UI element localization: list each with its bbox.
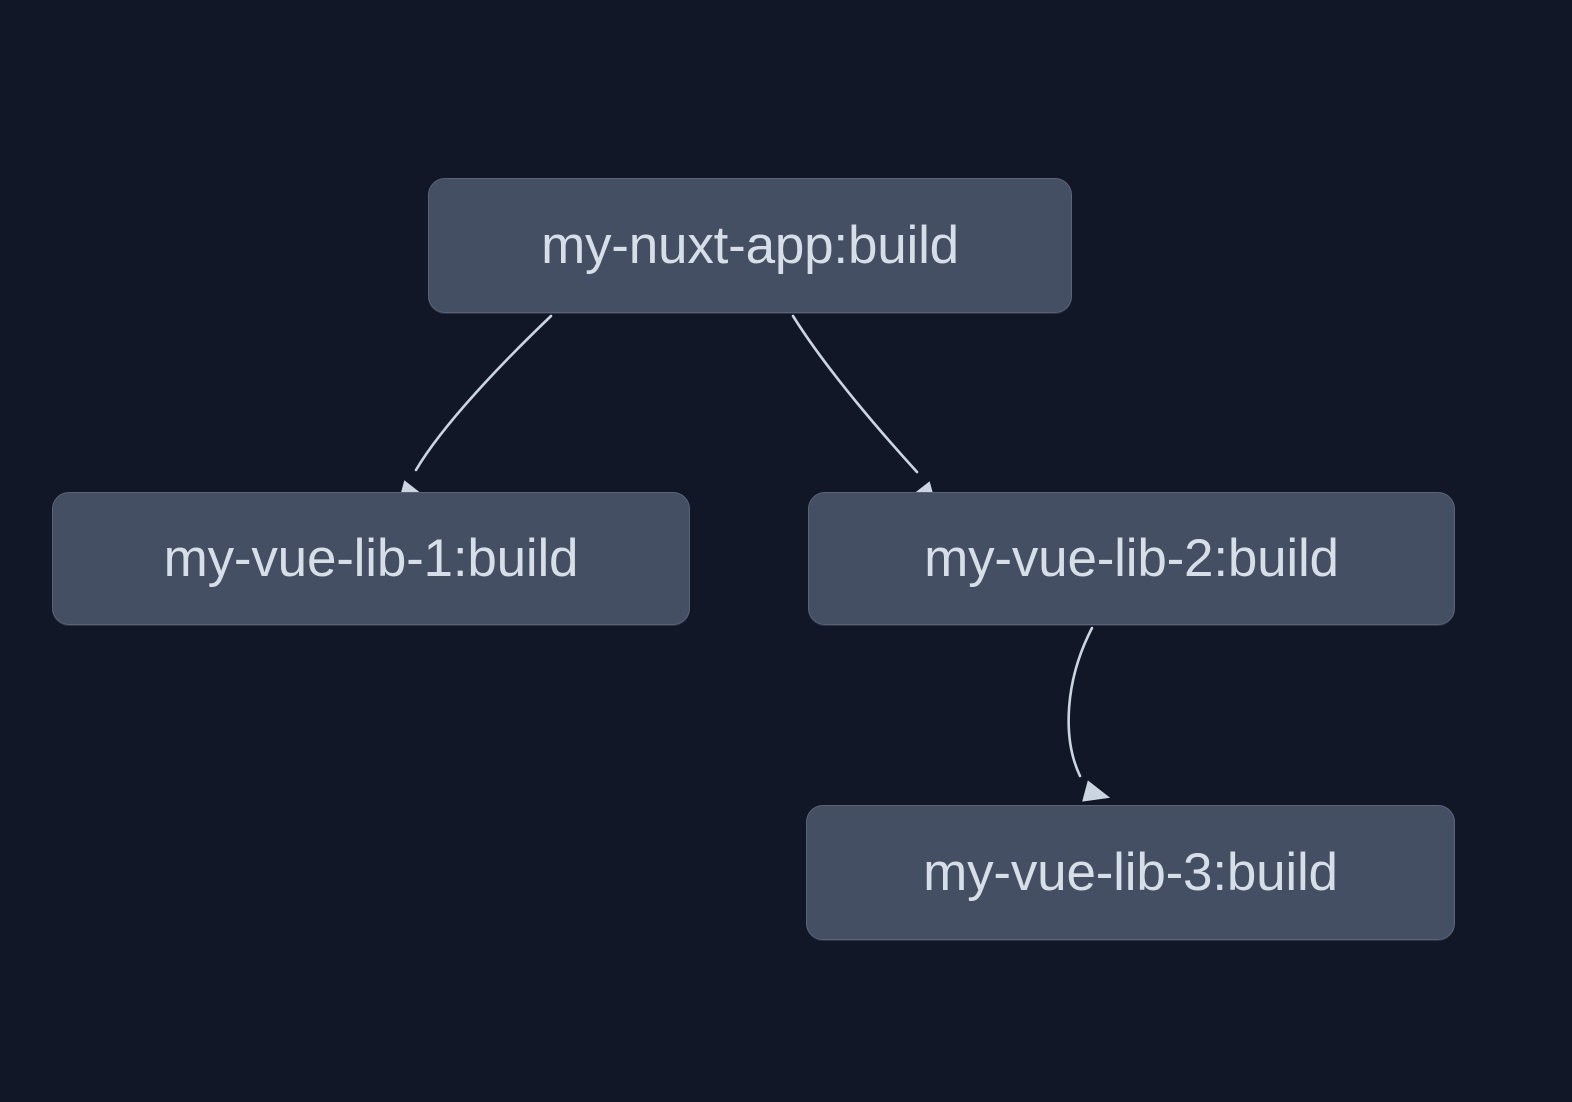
graph-node-my-vue-lib-1-build[interactable]: my-vue-lib-1:build (52, 492, 690, 625)
edge-lib-2-to-lib-3 (1067, 626, 1094, 778)
graph-node-label: my-vue-lib-1:build (163, 529, 579, 588)
edge-nuxt-app-to-lib-2 (791, 314, 919, 474)
graph-node-my-nuxt-app-build[interactable]: my-nuxt-app:build (428, 178, 1072, 313)
graph-node-my-vue-lib-3-build[interactable]: my-vue-lib-3:build (806, 805, 1455, 940)
graph-node-my-vue-lib-2-build[interactable]: my-vue-lib-2:build (808, 492, 1455, 625)
graph-node-label: my-nuxt-app:build (541, 216, 959, 275)
graph-node-label: my-vue-lib-3:build (923, 843, 1338, 902)
edge-nuxt-app-to-lib-1 (414, 314, 553, 472)
graph-node-label: my-vue-lib-2:build (924, 529, 1339, 588)
